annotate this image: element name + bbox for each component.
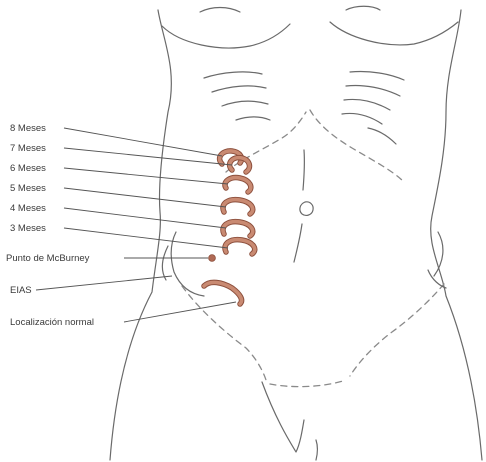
- inguinal-left: [182, 286, 266, 380]
- left-waist-curve: [162, 246, 168, 280]
- label-4-months: 4 Meses: [10, 203, 46, 214]
- rib-right-3: [344, 99, 390, 110]
- crotch-line: [262, 382, 304, 452]
- torso-outline: [110, 10, 482, 460]
- appendix-normal-location: [204, 282, 242, 304]
- appendix-positions: [204, 151, 255, 304]
- rib-right-5: [368, 128, 396, 144]
- navel: [300, 202, 313, 216]
- rib-right-4: [342, 113, 382, 124]
- linea-alba-upper: [303, 150, 304, 190]
- abdomen-center: [294, 150, 313, 262]
- rib-left-4: [236, 117, 270, 120]
- right-top-curve: [346, 6, 380, 10]
- appendix-4-months: [223, 222, 253, 236]
- label-eias: EIAS: [10, 285, 32, 296]
- mcburney-point: [209, 255, 216, 262]
- label-normal-location: Localización normal: [10, 317, 94, 328]
- label-5-months: 5 Meses: [10, 183, 46, 194]
- inner-leg-right: [316, 440, 318, 460]
- torso-right-edge: [431, 10, 482, 460]
- rib-right-1: [350, 71, 404, 80]
- leader-6-months: [64, 168, 228, 184]
- linea-alba-lower: [294, 224, 302, 262]
- pubic-line: [270, 380, 346, 387]
- pelvis: [182, 270, 446, 387]
- leader-4-months: [64, 208, 226, 228]
- leader-5-months: [64, 188, 226, 207]
- label-6-months: 6 Meses: [10, 163, 46, 174]
- chest: [162, 6, 458, 48]
- leader-3-months: [64, 228, 228, 248]
- rib-right-2: [346, 85, 400, 96]
- leader-eias: [36, 276, 172, 290]
- leader-7-months: [64, 148, 232, 165]
- rib-left-1: [204, 72, 262, 78]
- left-top-curve: [200, 8, 240, 13]
- right-waist-curve: [434, 232, 443, 276]
- inguinal-right: [350, 284, 444, 376]
- leader-lines: [36, 128, 236, 322]
- leader-normal: [124, 302, 236, 322]
- label-3-months: 3 Meses: [10, 223, 46, 234]
- label-8-months: 8 Meses: [10, 123, 46, 134]
- rib-left-3: [222, 101, 268, 106]
- appendix-6-months: [225, 178, 251, 192]
- label-7-months: 7 Meses: [10, 143, 46, 154]
- left-breast-line: [162, 24, 290, 48]
- leader-8-months: [64, 128, 222, 156]
- ribs: [204, 71, 404, 144]
- label-mcburney: Punto de McBurney: [6, 253, 90, 264]
- rib-left-2: [212, 86, 266, 92]
- costal-margin-right: [310, 110, 404, 182]
- appendix-3-months: [225, 240, 255, 254]
- labels: 8 Meses 7 Meses 6 Meses 5 Meses 4 Meses …: [6, 123, 94, 328]
- right-breast-line: [330, 22, 458, 45]
- appendix-5-months: [223, 200, 253, 214]
